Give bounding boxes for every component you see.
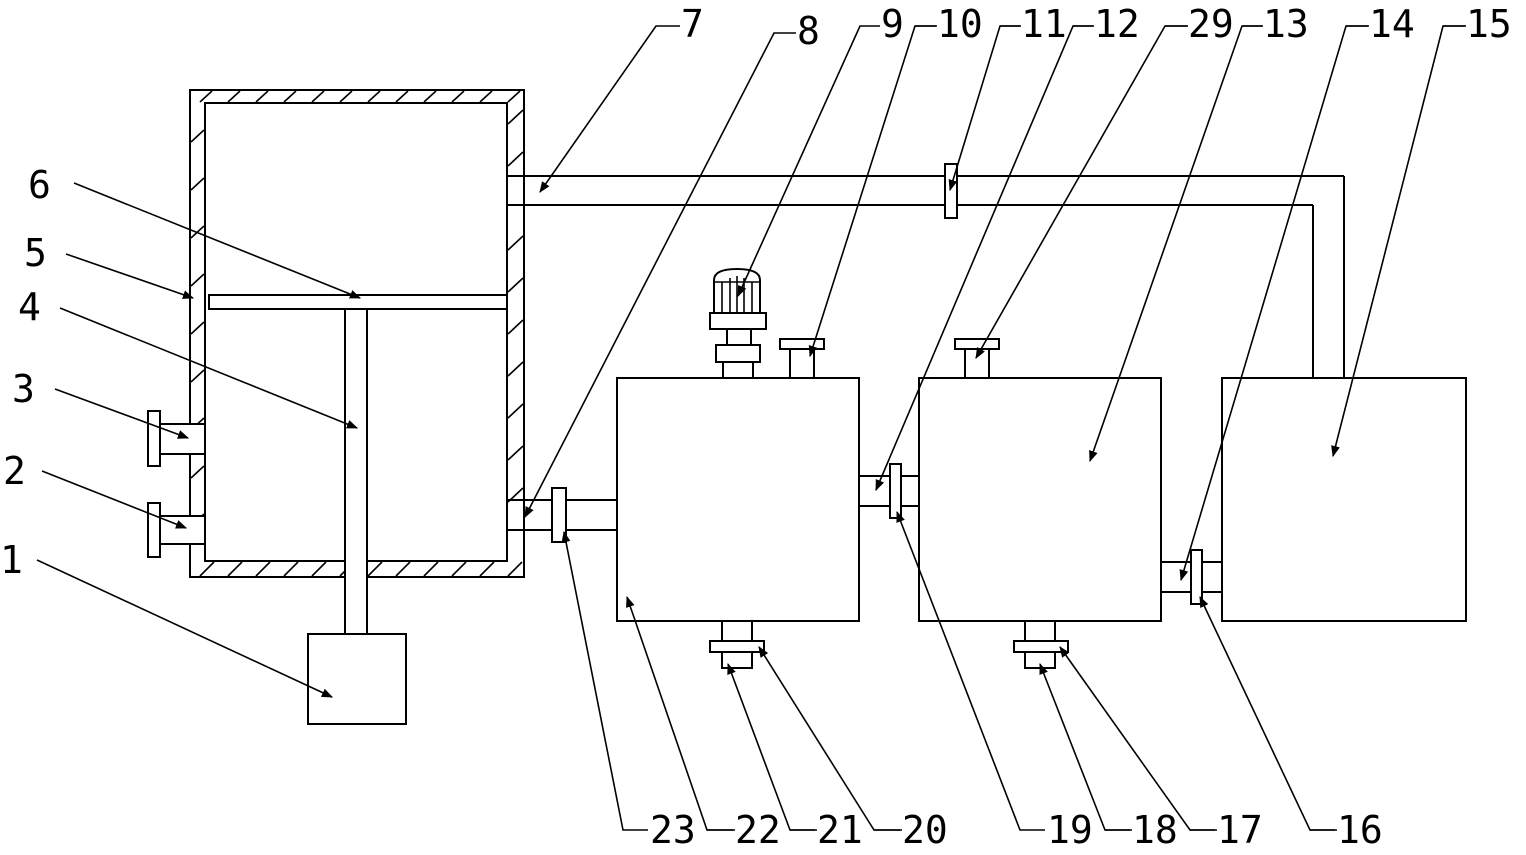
leader-7 — [539, 25, 680, 193]
label-29: 29 — [1188, 2, 1234, 46]
pipe-a-b — [859, 463, 919, 519]
hatch-mark — [190, 369, 205, 383]
leader-19 — [896, 510, 1045, 831]
tank-b-drain — [1013, 620, 1069, 669]
hatch-mark — [479, 90, 493, 103]
leader-18 — [1039, 662, 1130, 831]
hatch-mark — [190, 273, 205, 287]
label-11: 11 — [1021, 2, 1067, 46]
hatch-mark — [451, 90, 465, 103]
tank-c — [1221, 377, 1467, 622]
hatch-mark — [190, 129, 205, 143]
return-pipe — [507, 163, 1345, 378]
drive-motor-box — [307, 633, 407, 725]
hatch-mark — [395, 90, 409, 103]
label-5: 5 — [24, 231, 47, 275]
leader-17 — [1059, 646, 1215, 831]
tank-a-port — [779, 338, 825, 379]
hatch-mark — [255, 90, 269, 103]
hatch-mark — [507, 361, 524, 377]
label-10: 10 — [937, 2, 983, 46]
leader-16 — [1199, 595, 1335, 831]
hatch-mark — [227, 90, 241, 103]
hatch-mark — [339, 90, 353, 103]
hatch-mark — [367, 561, 383, 577]
hatch-mark — [507, 277, 524, 293]
hatch-mark — [507, 109, 524, 125]
hatch-mark — [451, 561, 467, 577]
leader-11 — [948, 25, 1020, 192]
label-14: 14 — [1369, 2, 1415, 46]
label-9: 9 — [881, 2, 904, 46]
tank-a-drain — [709, 620, 765, 669]
hatch-mark — [367, 90, 381, 103]
hatch-mark — [199, 561, 215, 577]
leader-29 — [975, 25, 1187, 359]
hatch-mark — [255, 561, 271, 577]
label-1: 1 — [0, 538, 23, 582]
hatch-mark — [311, 90, 325, 103]
label-19: 19 — [1047, 808, 1093, 852]
label-23: 23 — [650, 808, 696, 852]
hatch-mark — [507, 90, 521, 103]
label-7: 7 — [681, 2, 704, 46]
label-4: 4 — [18, 285, 41, 329]
stirring-shaft — [344, 308, 368, 636]
hatch-mark — [423, 90, 437, 103]
mixer-motor — [709, 267, 767, 379]
leader-1 — [36, 559, 334, 698]
label-6: 6 — [28, 163, 51, 207]
label-16: 16 — [1337, 808, 1383, 852]
leader-5 — [65, 253, 195, 299]
hatch-mark — [283, 90, 297, 103]
label-18: 18 — [1132, 808, 1178, 852]
leader-21 — [727, 662, 815, 831]
leader-9 — [737, 25, 880, 298]
label-2: 2 — [3, 449, 26, 493]
hatch-mark — [507, 403, 524, 419]
hatch-mark — [190, 465, 205, 479]
hatch-mark — [507, 561, 523, 577]
hatch-mark — [190, 177, 205, 191]
label-15: 15 — [1466, 2, 1512, 46]
hatch-mark — [395, 561, 411, 577]
pipe-b-c — [1161, 549, 1222, 605]
label-8: 8 — [797, 9, 820, 53]
label-21: 21 — [817, 808, 863, 852]
hatch-mark — [423, 561, 439, 577]
leader-4 — [59, 307, 359, 429]
leader-22 — [626, 595, 733, 831]
hatch-mark — [507, 319, 524, 335]
tank-a — [616, 377, 860, 622]
leader-2 — [41, 470, 188, 529]
leader-8 — [524, 32, 796, 518]
label-12: 12 — [1094, 2, 1140, 46]
label-13: 13 — [1263, 2, 1309, 46]
hatch-mark — [190, 321, 205, 335]
hatch-mark — [507, 151, 524, 167]
tank-b-port — [954, 338, 1000, 379]
leader-3 — [54, 388, 190, 439]
label-20: 20 — [902, 808, 948, 852]
leader-23 — [561, 530, 648, 831]
label-22: 22 — [735, 808, 781, 852]
feed-pipe — [507, 487, 617, 543]
hatch-mark — [199, 90, 213, 103]
label-3: 3 — [12, 367, 35, 411]
label-17: 17 — [1217, 808, 1263, 852]
hatch-mark — [283, 561, 299, 577]
tank-b — [918, 377, 1162, 622]
leader-6 — [73, 182, 362, 299]
hatch-mark — [311, 561, 327, 577]
label-dashes — [707, 25, 1466, 831]
hatch-mark — [479, 561, 495, 577]
leader-10 — [808, 25, 936, 358]
hatch-mark — [507, 445, 524, 461]
hatch-mark — [507, 235, 524, 251]
hatch-mark — [227, 561, 243, 577]
